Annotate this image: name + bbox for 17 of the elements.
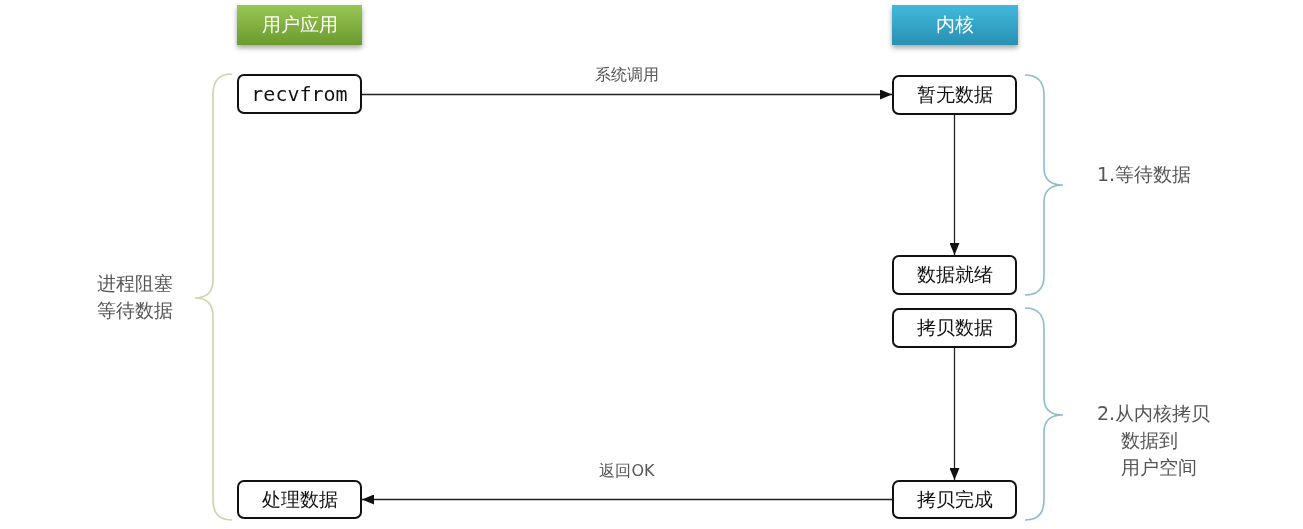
annotation-text: 1.等待数据 [1097,162,1192,187]
column-header: 内核 [892,5,1018,45]
process-box: 拷贝数据 [892,308,1017,348]
process-box: recvfrom [237,74,362,114]
process-box: 数据就绪 [892,255,1017,295]
process-box: 处理数据 [237,480,362,519]
annotation-text: 2.从内核拷贝数据到用户空间 [1097,401,1211,480]
process-box: 暂无数据 [892,75,1017,115]
arrow [361,89,893,100]
arrow [949,114,960,256]
arrow [361,494,893,505]
arrow [949,347,960,481]
edge-label: 返回OK [599,460,655,481]
process-box: 拷贝完成 [892,480,1017,519]
edge-label: 系统调用 [595,64,659,85]
annotation-text: 进程阻塞等待数据 [97,271,173,323]
column-header: 用户应用 [237,5,362,45]
